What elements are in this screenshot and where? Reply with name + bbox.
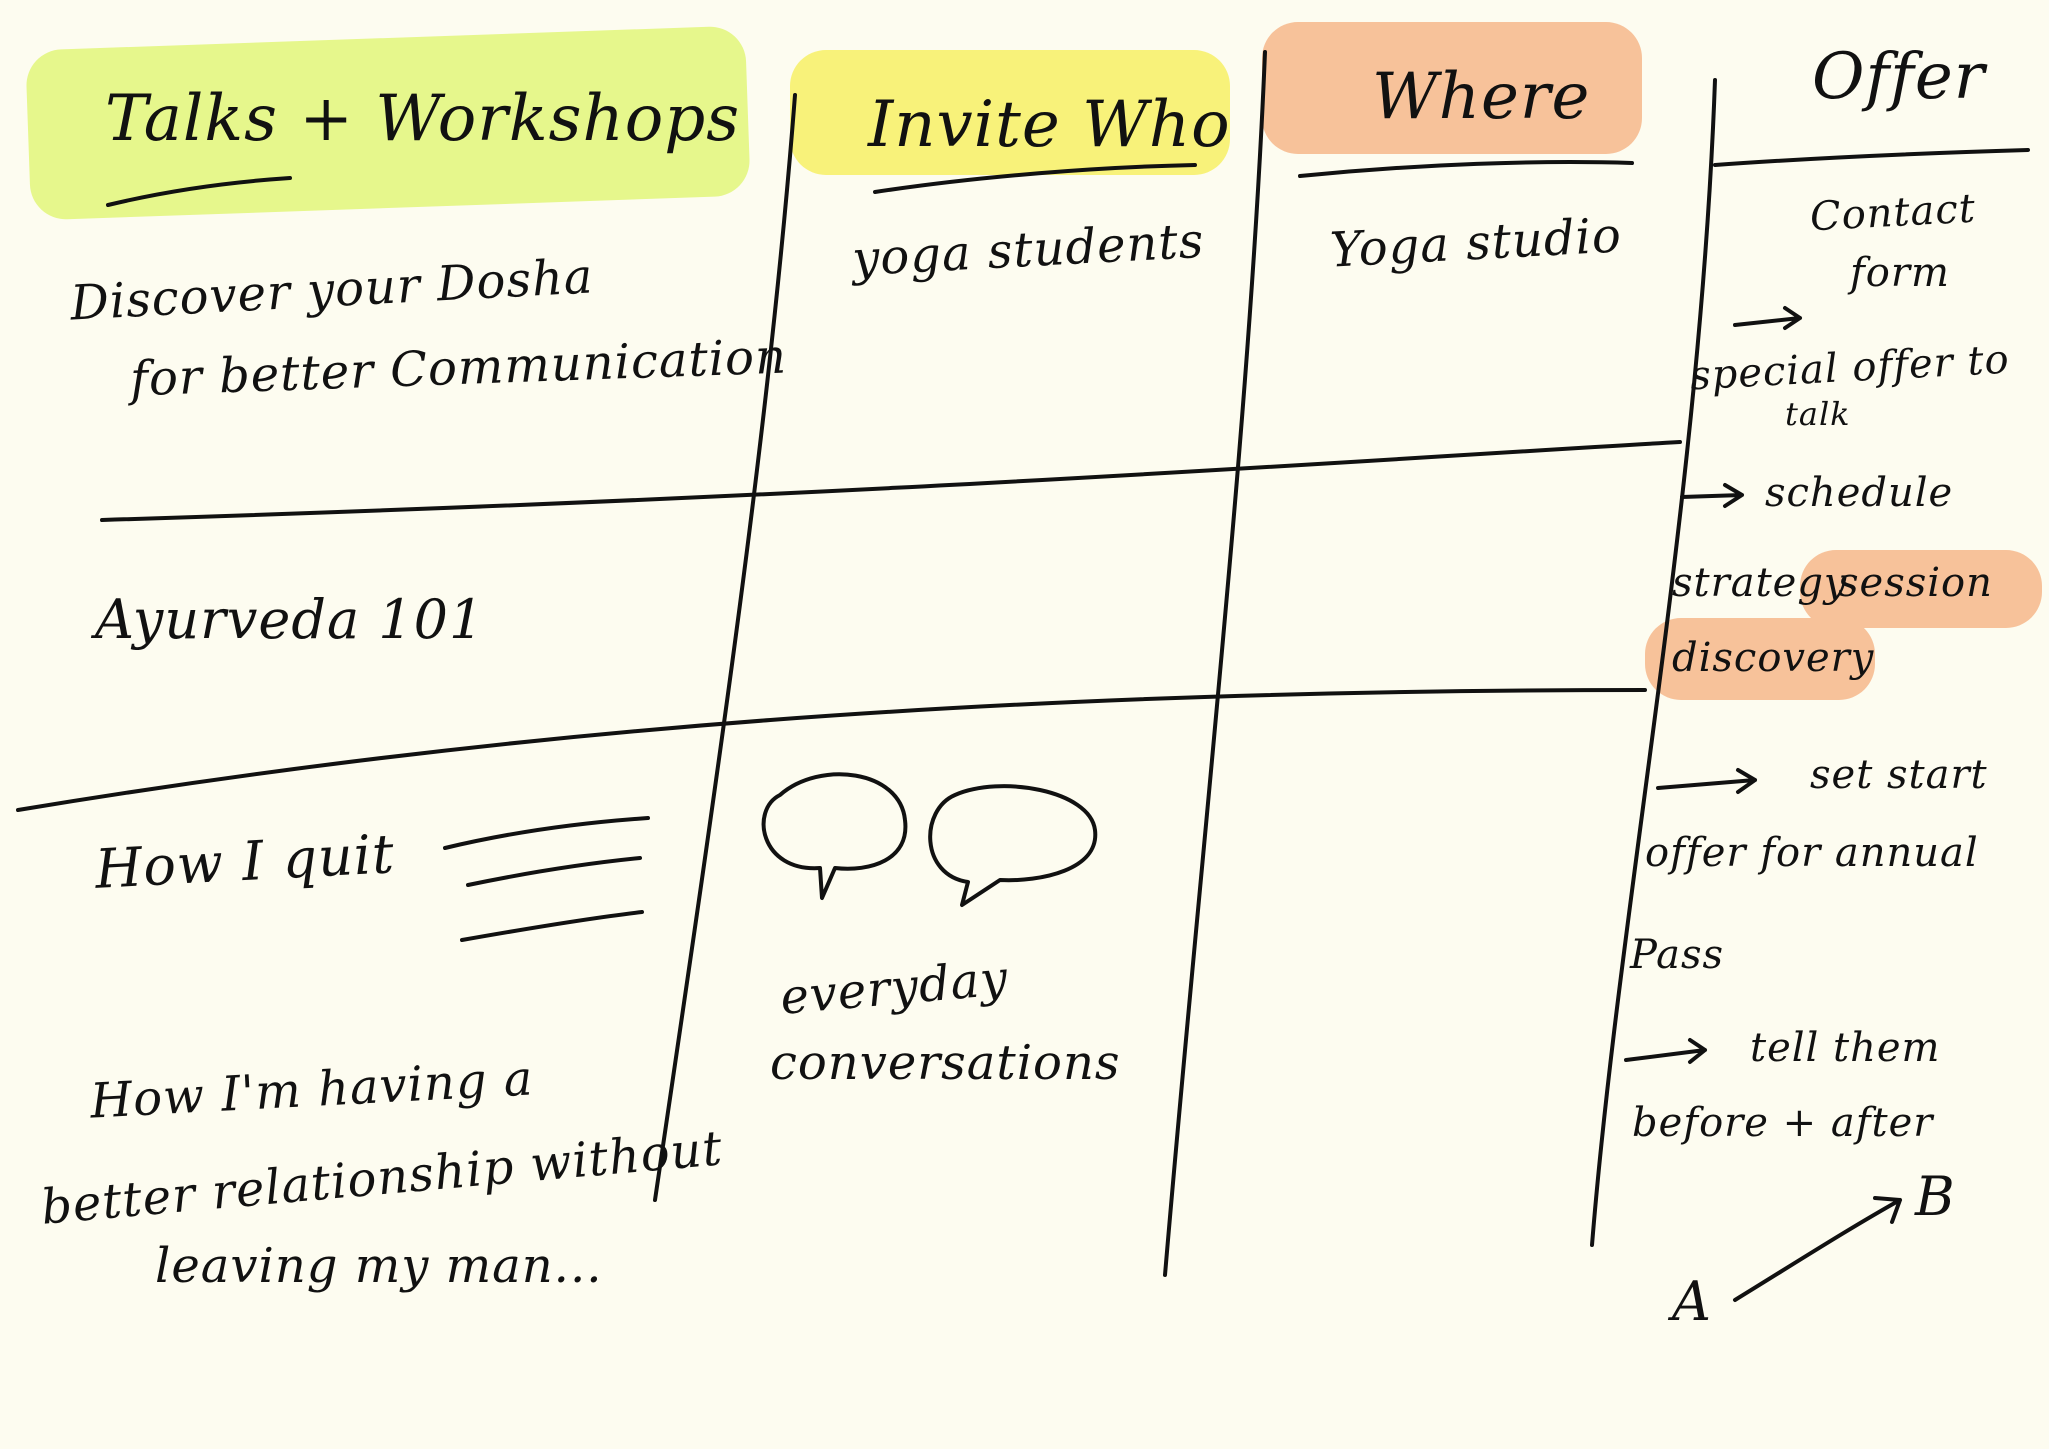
- talk-ayurveda-101: Ayurveda 101: [95, 588, 485, 651]
- column-divider-3: [1590, 78, 1717, 1247]
- underline-where: [1298, 160, 1634, 178]
- row-divider-2: [16, 688, 1647, 812]
- offer-discovery: discovery: [1672, 635, 1875, 681]
- offer-set-start: set start: [1810, 752, 1988, 798]
- invite-conversations: conversations: [770, 1035, 1121, 1091]
- header-highlight-invite: [790, 50, 1230, 175]
- arrow-icon: [1656, 768, 1757, 794]
- squiggle-line-1: [443, 816, 650, 850]
- speech-bubble-icon: [928, 784, 1098, 907]
- squiggle-line-3: [460, 910, 644, 942]
- session-highlight: [1800, 550, 2042, 628]
- offer-form: form: [1850, 250, 1950, 296]
- header-invite-who: Invite Who: [868, 88, 1231, 162]
- header-where: Where: [1372, 60, 1591, 134]
- header-talks-workshops: Talks + Workshops: [105, 82, 741, 156]
- arrow-icon: [1680, 483, 1744, 508]
- offer-before-after: before + after: [1632, 1100, 1934, 1146]
- underline-invite: [873, 163, 1197, 194]
- label-b: B: [1915, 1165, 1956, 1228]
- squiggle-line-2: [466, 856, 642, 887]
- speech-bubble-icon: [761, 772, 908, 900]
- row-divider-1: [100, 440, 1682, 522]
- underline-offer: [1713, 148, 2030, 167]
- offer-schedule: schedule: [1765, 470, 1954, 516]
- offer-annual: offer for annual: [1645, 830, 1979, 876]
- offer-contact: Contact: [1808, 185, 1977, 241]
- offer-strategy: strategy: [1672, 560, 1848, 606]
- column-divider-1: [653, 93, 797, 1202]
- header-highlight-where: [1262, 22, 1642, 154]
- label-a: A: [1672, 1270, 1712, 1333]
- a-to-b-arrow-icon: [1733, 1196, 1902, 1302]
- column-divider-2: [1163, 50, 1267, 1277]
- discovery-highlight: [1645, 618, 1875, 700]
- talk-better-relationship-line3: leaving my man...: [155, 1238, 603, 1294]
- arrow-icon: [1624, 1038, 1707, 1064]
- offer-session: session: [1838, 560, 1993, 606]
- underline-talks: [106, 176, 292, 207]
- offer-talk: talk: [1785, 395, 1851, 433]
- offer-pass: Pass: [1630, 932, 1725, 978]
- offer-tell-them: tell them: [1750, 1025, 1941, 1071]
- header-offer: Offer: [1812, 40, 1986, 114]
- arrow-icon: [1733, 306, 1802, 330]
